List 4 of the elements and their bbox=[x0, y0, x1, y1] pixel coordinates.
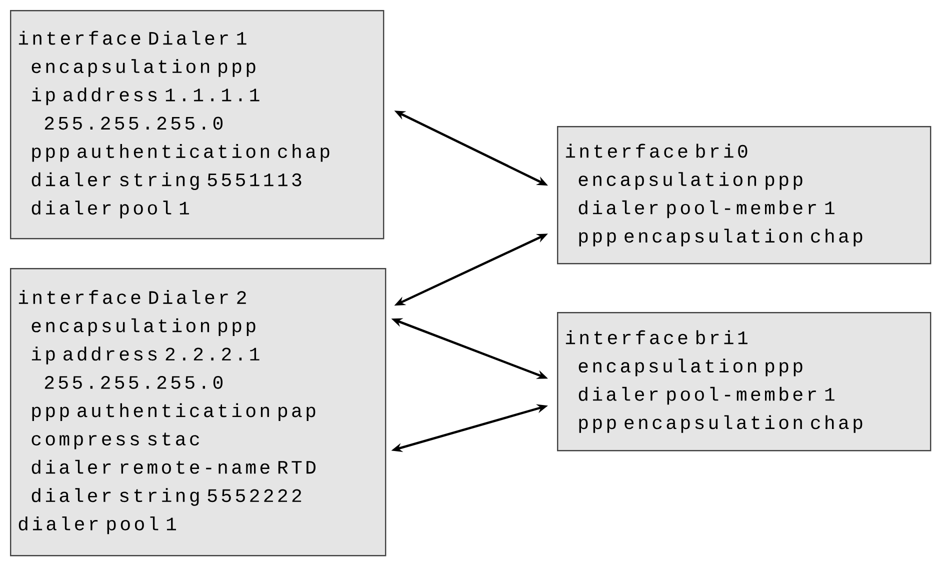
config-box: interface bri1 encapsulation ppp dialer pool-member 1 ppp encapsulation chap bbox=[557, 312, 932, 452]
config-box: interface bri0 encapsulation ppp dialer pool-member 1 ppp encapsulation chap bbox=[557, 126, 932, 264]
config-box: interface Dialer 2 encapsulation ppp ip address 2.2.2.1 255.255.255.0 ppp authentication pap compress stac dialer remote-name RTD dialer string 5552222 dialer pool 1 bbox=[10, 268, 386, 556]
config-box: interface Dialer 1 encapsulation ppp ip address 1.1.1.1 255.255.255.0 ppp authentication chap dialer string 5551113 dialer pool 1 bbox=[10, 10, 384, 240]
